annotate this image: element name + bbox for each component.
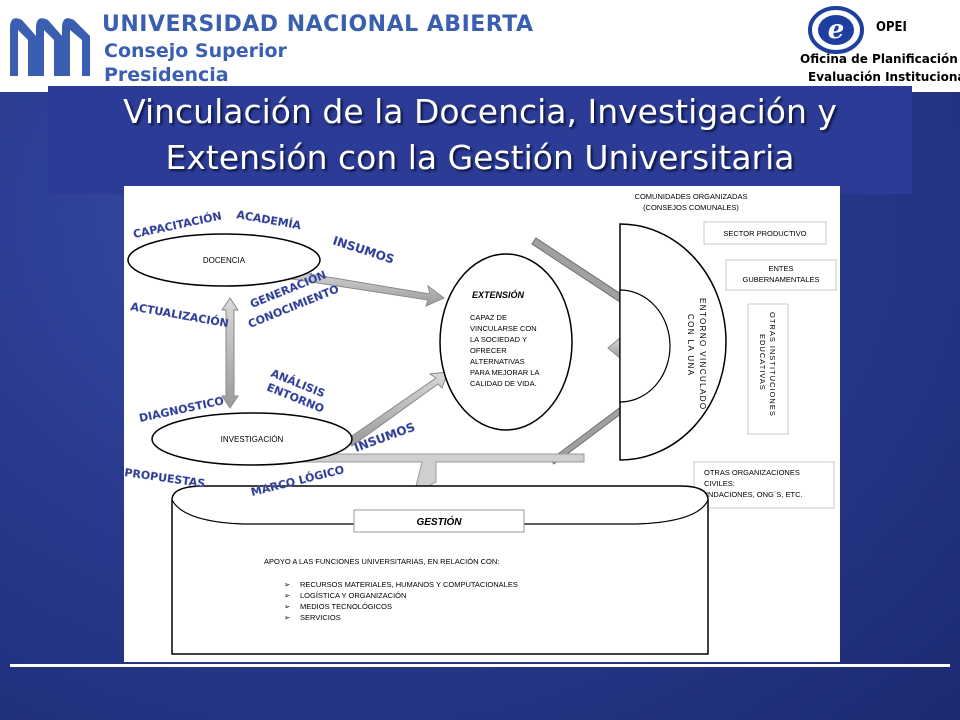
- entorno-inner-arc: [619, 289, 671, 403]
- gestion-item: SERVICIOS: [300, 613, 341, 622]
- arrow-docencia-extension: [271, 267, 445, 307]
- label-academia: ACADEMÍA: [235, 208, 302, 232]
- gestion-item: MEDIOS TECNOLÓGICOS: [300, 602, 392, 611]
- gestion-cylinder: [171, 485, 709, 655]
- extension-text-line: VINCULARSE CON: [470, 324, 537, 333]
- slide-title-line1: Vinculación de la Docencia, Investigació…: [123, 92, 837, 131]
- council-name: Consejo Superior: [104, 40, 287, 62]
- gestion-bullet-icon: ➢: [284, 613, 291, 622]
- gestion-bullet-icon: ➢: [284, 591, 291, 600]
- arrow-docencia-investigacion: [221, 297, 239, 409]
- stakeholder-entes-line2: GUBERNAMENTALES: [743, 275, 820, 284]
- extension-text-line: LA SOCIEDAD Y: [470, 335, 527, 344]
- stakeholder-sector: SECTOR PRODUCTIVO: [723, 229, 806, 238]
- diagram-panel: DOCENCIA INVESTIGACIÓN EXTENSIÓN CAPAZ D…: [124, 186, 840, 662]
- docencia-label: DOCENCIA: [203, 256, 246, 265]
- stakeholder-box-otras-inst: [747, 303, 789, 435]
- gestion-items: ➢ RECURSOS MATERIALES, HUMANOS Y COMPUTA…: [284, 580, 518, 622]
- extension-text-line: CAPAZ DE: [470, 313, 507, 322]
- stakeholder-otras-org-line3: FUNDACIONES, ONG´S, ETC.: [698, 490, 803, 499]
- gestion-bullet-icon: ➢: [284, 580, 291, 589]
- docencia-ellipse: [127, 233, 321, 287]
- bottom-divider: [10, 664, 950, 667]
- stakeholder-comunidades-line2: (CONSEJOS COMUNALES): [643, 203, 739, 212]
- opei-acronym: OPEI: [876, 20, 907, 35]
- stakeholder-box-comunidades: [618, 188, 764, 218]
- presidency-name: Presidencia: [104, 64, 229, 86]
- gestion-item: RECURSOS MATERIALES, HUMANOS Y COMPUTACI…: [300, 580, 518, 589]
- gestion-title-box: [353, 509, 525, 533]
- diagram-canvas: DOCENCIA INVESTIGACIÓN EXTENSIÓN CAPAZ D…: [124, 188, 837, 655]
- university-name: UNIVERSIDAD NACIONAL ABIERTA: [102, 12, 534, 37]
- entorno-text-1: ENTORNO VINCULADO: [698, 298, 707, 411]
- gestion-item: LOGÍSTICA Y ORGANIZACIÓN: [300, 591, 406, 600]
- investigacion-ellipse: [151, 412, 353, 466]
- investigacion-label: INVESTIGACIÓN: [221, 435, 284, 444]
- header-banner: UNIVERSIDAD NACIONAL ABIERTA Consejo Sup…: [0, 0, 960, 92]
- gestion-bullet-icon: ➢: [284, 602, 291, 611]
- svg-text:e: e: [828, 15, 845, 45]
- extension-text-line: PARA MEJORAR LA: [470, 368, 539, 377]
- opei-logo-icon: e: [808, 6, 864, 54]
- opei-name-line2: Evaluación Institucional: [808, 70, 960, 84]
- gestion-intro: APOYO A LAS FUNCIONES UNIVERSITARIAS, EN…: [264, 557, 499, 566]
- extension-text-line: OFRECER: [470, 346, 507, 355]
- una-logo-icon: [10, 18, 90, 76]
- arrow-investigacion-extension: [345, 371, 449, 447]
- label-propuestas: PROPUESTAS: [124, 466, 206, 490]
- extension-title: EXTENSIÓN: [472, 289, 525, 300]
- label-insumos-top: INSUMOS: [331, 234, 396, 267]
- stakeholder-box-sector: [703, 221, 827, 245]
- extension-text-line: ALTERNATIVAS: [470, 357, 525, 366]
- stakeholder-otras-inst-line1: OTRAS INSTITUCIONES: [768, 312, 777, 417]
- stakeholder-entes-line1: ENTES: [768, 264, 793, 273]
- stakeholder-otras-inst-line2: EDUCATIVAS: [758, 334, 767, 391]
- stakeholder-otras-org-line2: CIVILES:: [704, 479, 735, 488]
- entorno-half-disc: [619, 223, 727, 461]
- extension-text: CAPAZ DE VINCULARSE CON LA SOCIEDAD Y OF…: [470, 313, 539, 388]
- extension-ellipse: [439, 253, 573, 431]
- stakeholders: COMUNIDADES ORGANIZADAS (CONSEJOS COMUNA…: [618, 188, 837, 509]
- stakeholder-box-otras-org: [693, 461, 835, 509]
- stakeholder-box-entes: [725, 259, 837, 291]
- slide-title-box: Vinculación de la Docencia, Investigació…: [48, 86, 912, 194]
- stakeholder-otras-org-line1: OTRAS ORGANIZACIONES: [704, 468, 800, 477]
- entorno-text-2: CON LA UNA: [686, 314, 695, 376]
- label-insumos-bottom: INSUMOS: [352, 420, 417, 455]
- opei-name-line1: Oficina de Planificación y: [800, 52, 960, 66]
- stakeholder-comunidades-line1: COMUNIDADES ORGANIZADAS: [635, 192, 748, 201]
- label-actualizacion: ACTUALIZACIÓN: [129, 300, 229, 330]
- slide-title-line2: Extensión con la Gestión Universitaria: [165, 138, 795, 177]
- extension-text-line: CALIDAD DE VIDA.: [470, 379, 537, 388]
- gestion-title: GESTIÓN: [416, 515, 462, 528]
